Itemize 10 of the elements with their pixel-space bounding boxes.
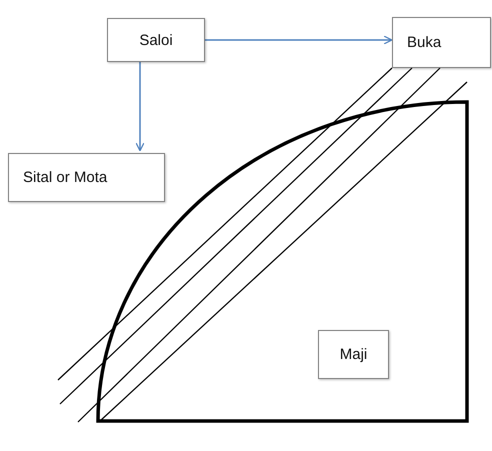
text-box <box>107 18 205 62</box>
text-box <box>392 17 491 68</box>
box-label: Saloi <box>139 32 173 48</box>
box-label: Buka <box>407 34 442 51</box>
box-label: Maji <box>340 346 368 363</box>
arrow <box>205 35 392 45</box>
arrow <box>135 62 145 152</box>
box-label: Sital or Mota <box>23 169 108 186</box>
text-box <box>8 153 165 202</box>
text-box <box>318 330 389 379</box>
